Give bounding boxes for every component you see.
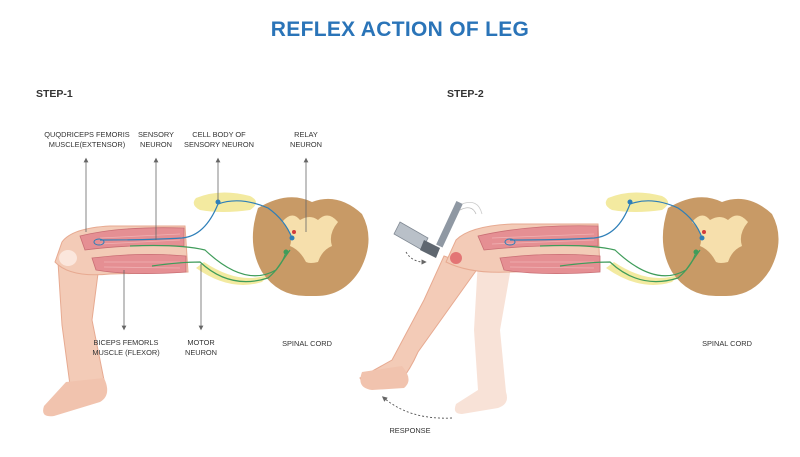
cell-body-1 — [215, 199, 221, 205]
synapse-2b — [693, 249, 699, 255]
relay-node-2 — [702, 230, 706, 234]
label-motor-neuron: MOTOR NEURON — [184, 338, 218, 357]
hammer-motion-arrow — [405, 251, 427, 265]
spinal-cord-2 — [662, 197, 779, 296]
step-1-label: STEP-1 — [36, 88, 73, 100]
synapse-1a — [289, 235, 295, 241]
step-2-label: STEP-2 — [447, 88, 484, 100]
motor-neuron-2b — [539, 244, 701, 277]
spinal-cord-1 — [252, 197, 369, 296]
tap-point — [450, 252, 462, 264]
label-sensory-neuron: SENSORY NEURON — [137, 130, 174, 149]
label-biceps: BICEPS FEMORLS MUSCLE (FLEXOR) — [92, 338, 160, 357]
muscle-spindle-2 — [504, 238, 516, 246]
label-response: RESPONSE — [389, 426, 431, 435]
relay-node-1 — [292, 230, 296, 234]
ventral-root-2 — [606, 262, 680, 285]
motor-neuron-1b — [129, 244, 291, 277]
label-spinal-cord-2: SPINAL CORD — [702, 339, 752, 348]
synapse-1b — [283, 249, 289, 255]
label-spinal-cord-1: SPINAL CORD — [282, 339, 332, 348]
muscle-spindle-1 — [93, 238, 105, 246]
reflex-hammer-icon — [393, 200, 483, 258]
ventral-root-1 — [196, 262, 270, 285]
synapse-2a — [699, 235, 705, 241]
label-quadriceps: QUQDRICEPS FEMORIS MUSCLE(EXTENSOR) — [44, 130, 130, 149]
label-cell-body: CELL BODY OF SENSORY NEURON — [184, 130, 254, 149]
step-2-leg — [359, 223, 601, 390]
step-1-leg — [43, 225, 189, 417]
response-arrow — [381, 396, 453, 419]
label-relay-neuron: RELAY NEURON — [289, 130, 323, 149]
page-title: REFLEX ACTION OF LEG — [270, 18, 530, 41]
cell-body-2 — [627, 199, 633, 205]
step-2-leg-shadow — [454, 260, 512, 414]
